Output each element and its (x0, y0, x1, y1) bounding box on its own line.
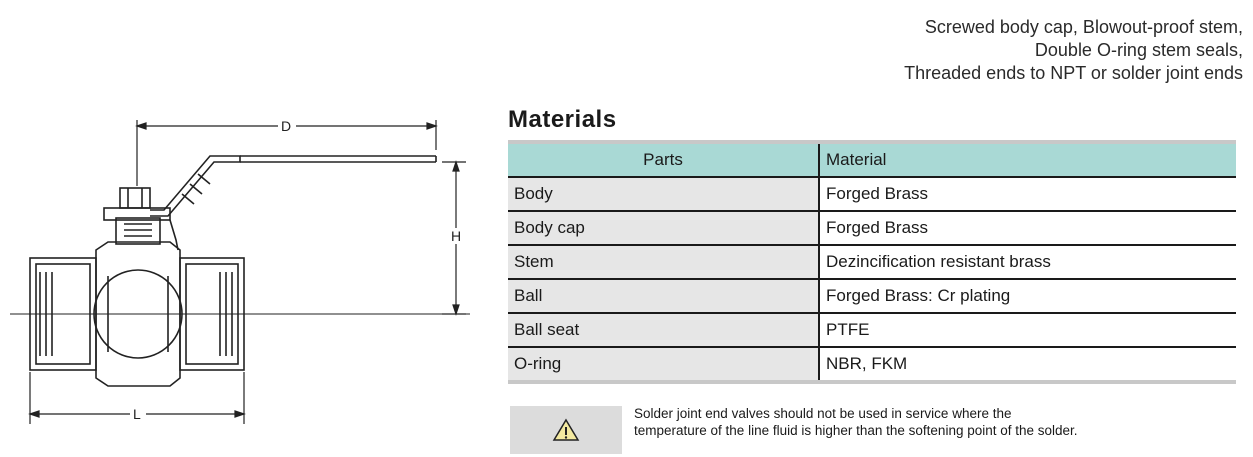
part-cell: Ball seat (508, 313, 820, 348)
table-row: Body cap Forged Brass (508, 211, 1236, 246)
valve-dimension-drawing: D H L (10, 118, 470, 424)
material-cell: Dezincification resistant brass (819, 245, 1236, 280)
feature-line-2: Double O-ring stem seals, (1034, 40, 1243, 60)
part-cell: Stem (508, 245, 820, 280)
materials-title: Materials (508, 106, 617, 133)
header-parts: Parts (508, 142, 820, 178)
dimension-label-d: D (281, 118, 291, 134)
feature-line-1: Screwed body cap, Blowout-proof stem, (924, 17, 1243, 37)
part-cell: Body cap (508, 211, 820, 246)
material-cell: Forged Brass (819, 177, 1236, 212)
table-row: Stem Dezincification resistant brass (508, 245, 1236, 280)
warning-box (510, 406, 622, 454)
feature-list: Screwed body cap, Blowout-proof stem, Do… (904, 16, 1243, 85)
material-cell: Forged Brass: Cr plating (819, 279, 1236, 314)
material-cell: Forged Brass (819, 211, 1236, 246)
warning-line-1: Solder joint end valves should not be us… (634, 406, 1012, 421)
materials-table: Parts Material Body Forged Brass Body ca… (508, 140, 1236, 384)
warning-line-2: temperature of the line fluid is higher … (634, 423, 1078, 438)
warning-triangle-icon (552, 418, 580, 441)
warning-note: Solder joint end valves should not be us… (634, 405, 1078, 439)
dimension-label-h: H (451, 228, 461, 244)
feature-line-3: Threaded ends to NPT or solder joint end… (904, 63, 1243, 83)
dimension-label-l: L (133, 406, 141, 422)
material-cell: PTFE (819, 313, 1236, 348)
part-cell: Ball (508, 279, 820, 314)
table-header-row: Parts Material (508, 142, 1236, 178)
table-row: Ball seat PTFE (508, 313, 1236, 348)
part-cell: Body (508, 177, 820, 212)
table-row: Body Forged Brass (508, 177, 1236, 212)
header-material: Material (819, 142, 1236, 178)
table-row: O-ring NBR, FKM (508, 347, 1236, 382)
material-cell: NBR, FKM (826, 354, 908, 373)
part-cell: O-ring (508, 347, 820, 382)
table-row: Ball Forged Brass: Cr plating (508, 279, 1236, 314)
